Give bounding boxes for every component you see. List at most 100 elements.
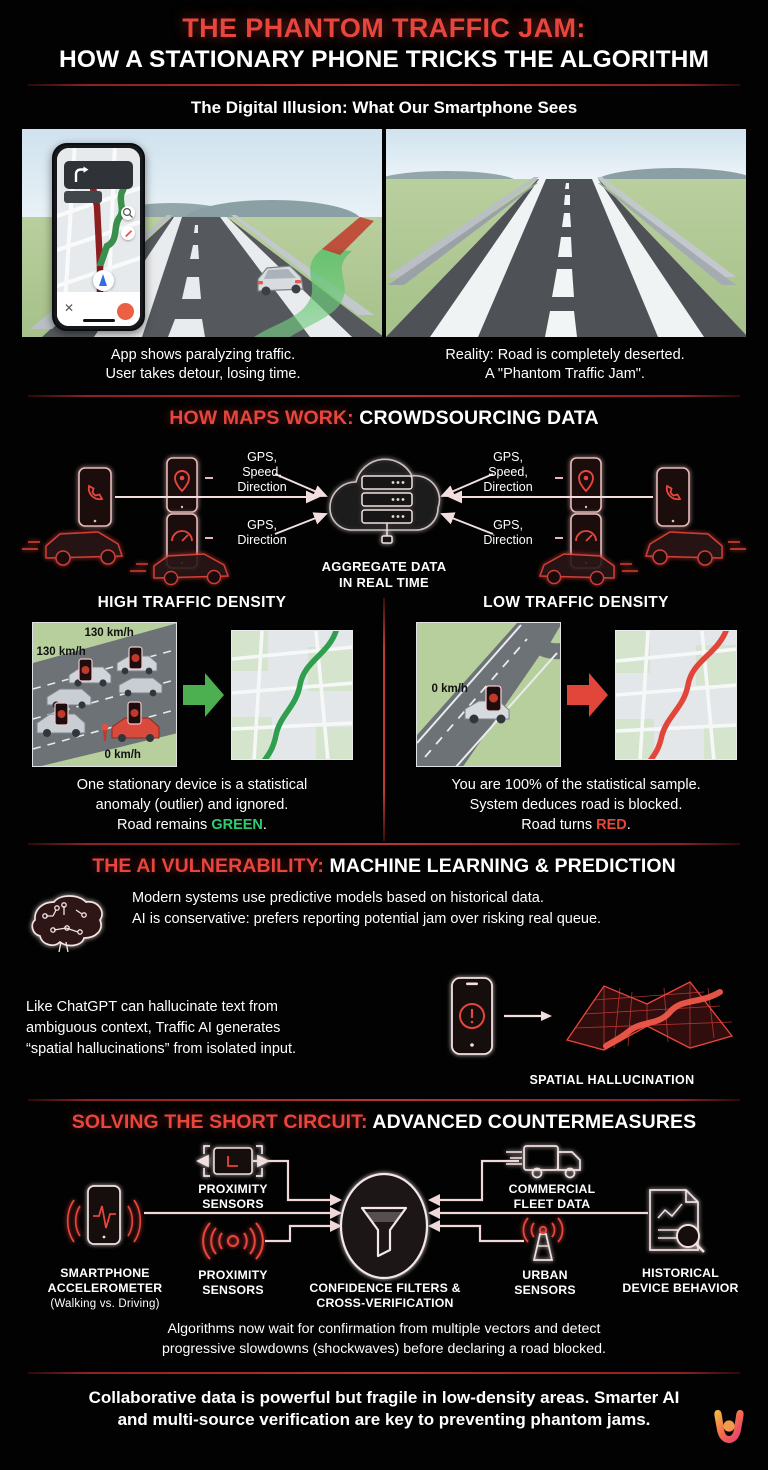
ai-intro-row: Modern systems use predictive models bas… <box>0 888 768 956</box>
high-cap-line2: anomaly (outlier) and ignored. <box>95 796 289 813</box>
illusion-captions: App shows paralyzing traffic. User takes… <box>0 337 768 385</box>
cm-note-line1: Algorithms now wait for confirmation fro… <box>167 1321 601 1338</box>
crowdsourcing-svg <box>22 457 746 586</box>
proximity-sensor-top-icon <box>196 1145 270 1178</box>
heading-rest-ai: MACHINE LEARNING & PREDICTION <box>323 855 676 878</box>
cm-node1-line2: SENSORS <box>202 1197 264 1212</box>
speed-label-130-a: 130 km/h <box>84 627 134 640</box>
car-left-1 <box>22 531 124 566</box>
label-commercial-fleet-data: COMMERCIAL FLEET DATA <box>482 1182 622 1212</box>
section-heading-countermeasures: SOLVING THE SHORT CIRCUIT: ADVANCED COUN… <box>0 1111 768 1134</box>
car-illustration <box>257 264 304 296</box>
current-location-marker <box>93 269 114 291</box>
cm-node6-line2: DEVICE BEHAVIOR <box>622 1281 739 1296</box>
countermeasures-diagram: SMARTPHONE ACCELEROMETER (Walking vs. Dr… <box>0 1138 768 1318</box>
car-stationary-red <box>111 717 159 743</box>
phone-screen: ✕ <box>57 147 140 326</box>
label-aggregate-data: AGGREGATE DATA IN REAL TIME <box>322 559 447 590</box>
route-line-red <box>647 630 729 759</box>
label-gps-speed-direction-left: GPS,Speed,Direction <box>237 450 287 494</box>
footer-summary: Collaborative data is powerful but fragi… <box>0 1387 768 1433</box>
density-high-caption: One stationary device is a statistical a… <box>20 776 364 835</box>
cm-node5-line1: URBAN <box>522 1268 568 1283</box>
panel-app-view: ✕ <box>22 128 382 337</box>
device-marker <box>77 658 93 682</box>
low-cap-line1: You are 100% of the statistical sample. <box>451 777 701 794</box>
page-title-line1: THE PHANTOM TRAFFIC JAM: <box>182 13 586 43</box>
speed-label-0-low: 0 km/h <box>431 683 468 696</box>
divider-5 <box>28 1371 740 1374</box>
ai-para1-line2: AI is conservative: prefers reporting po… <box>132 911 602 928</box>
heading-rest-cm: ADVANCED COUNTERMEASURES <box>367 1111 697 1134</box>
divider-4 <box>28 1099 740 1102</box>
hallucination-label: SPATIAL HALLUCINATION <box>529 1073 695 1088</box>
nav-bottom-bar: ✕ <box>57 291 140 326</box>
cm-node2-line1: PROXIMITY <box>198 1268 268 1283</box>
ai-intro-text: Modern systems use predictive models bas… <box>132 888 601 930</box>
caption-reality-line2: A "Phantom Traffic Jam". <box>485 365 645 382</box>
label-gps-direction-right: GPS,Direction <box>483 518 533 547</box>
ai-para2-line2: ambiguous context, Traffic AI generates <box>26 1020 281 1037</box>
report-icon[interactable] <box>121 225 135 240</box>
device-marker <box>127 646 143 670</box>
label-urban-sensors: URBAN SENSORS <box>490 1268 600 1298</box>
countermeasures-note: Algorithms now wait for confirmation fro… <box>0 1320 768 1359</box>
cm-node1-line1: PROXIMITY <box>198 1182 268 1197</box>
map-result-green <box>230 629 353 760</box>
high-cap-line1: One stationary device is a statistical <box>76 777 308 794</box>
car <box>118 677 162 697</box>
caption-app-line2: User takes detour, losing time. <box>105 365 301 382</box>
density-low-caption: You are 100% of the statistical sample. … <box>404 776 748 835</box>
density-low-photo: 0 km/h <box>415 622 561 768</box>
phone-mockup: ✕ <box>52 142 145 331</box>
turn-right-arrow-icon <box>74 166 89 182</box>
nav-instruction-banner <box>64 160 133 189</box>
ai-hallucination-row: Like ChatGPT can hallucinate text from a… <box>0 970 768 1087</box>
folded-map-icon <box>565 981 734 1052</box>
route-line-green <box>261 630 339 759</box>
cm-node0-line2: ACCELEROMETER <box>47 1281 163 1296</box>
speed-label-130-b: 130 km/h <box>36 646 86 659</box>
historical-device-behavior-icon <box>649 1189 705 1254</box>
section-heading-ai: THE AI VULNERABILITY: MACHINE LEARNING &… <box>0 855 768 878</box>
density-low-title: LOW TRAFFIC DENSITY <box>483 594 669 612</box>
high-traffic-illustration <box>32 623 176 767</box>
heading-accent-crowdsourcing: HOW MAPS WORK: <box>169 407 354 430</box>
cm-node4-line2: FLEET DATA <box>513 1197 591 1212</box>
device-marker-stationary <box>484 685 502 712</box>
density-low-block: LOW TRAFFIC DENSITY <box>384 594 768 835</box>
caption-app-view: App shows paralyzing traffic. User takes… <box>22 346 384 385</box>
close-icon[interactable]: ✕ <box>64 300 75 315</box>
map-red-svg <box>615 630 736 759</box>
device-marker-stationary <box>126 701 142 725</box>
divider-2 <box>28 395 740 398</box>
caption-reality-view: Reality: Road is completely deserted. A … <box>384 346 746 385</box>
confidence-filter-funnel-icon <box>339 1173 429 1280</box>
phone-call-device-left <box>78 467 112 527</box>
search-icon[interactable] <box>121 205 135 220</box>
speed-label-0: 0 km/h <box>104 749 141 762</box>
label-proximity-sensors-bottom: PROXIMITY SENSORS <box>168 1268 298 1298</box>
ai-hallucination-text: Like ChatGPT can hallucinate text from a… <box>26 997 432 1060</box>
label-gps-direction-left: GPS,Direction <box>237 518 287 547</box>
footer-line2: and multi-source verification are key to… <box>117 1410 651 1430</box>
car-left-2 <box>130 553 230 586</box>
heading-rest-crowdsourcing: CROWDSOURCING DATA <box>353 407 599 430</box>
device-marker <box>53 702 69 726</box>
go-button[interactable] <box>117 302 134 320</box>
commercial-fleet-truck-icon <box>506 1145 581 1179</box>
label-proximity-sensors-top: PROXIMITY SENSORS <box>168 1182 298 1212</box>
low-cap-line2: System deduces road is blocked. <box>469 796 683 813</box>
car-right-1 <box>644 531 746 566</box>
crowdsourcing-diagram: GPS,Speed,Direction GPS,Direction GPS,Sp… <box>0 438 768 590</box>
cm-node2-line2: SENSORS <box>202 1283 264 1298</box>
stationary-beacon <box>101 723 108 742</box>
section-subtitle-illusion: The Digital Illusion: What Our Smartphon… <box>190 97 578 117</box>
cm-note-line2: progressive slowdowns (shockwaves) befor… <box>162 1340 606 1357</box>
density-high-photo: 130 km/h 130 km/h 0 km/h <box>31 622 177 768</box>
countermeasures-svg <box>66 1145 705 1280</box>
header: THE PHANTOM TRAFFIC JAM: HOW A STATIONAR… <box>0 0 768 74</box>
gps-pin-device-right <box>570 457 602 513</box>
home-indicator <box>82 319 115 322</box>
